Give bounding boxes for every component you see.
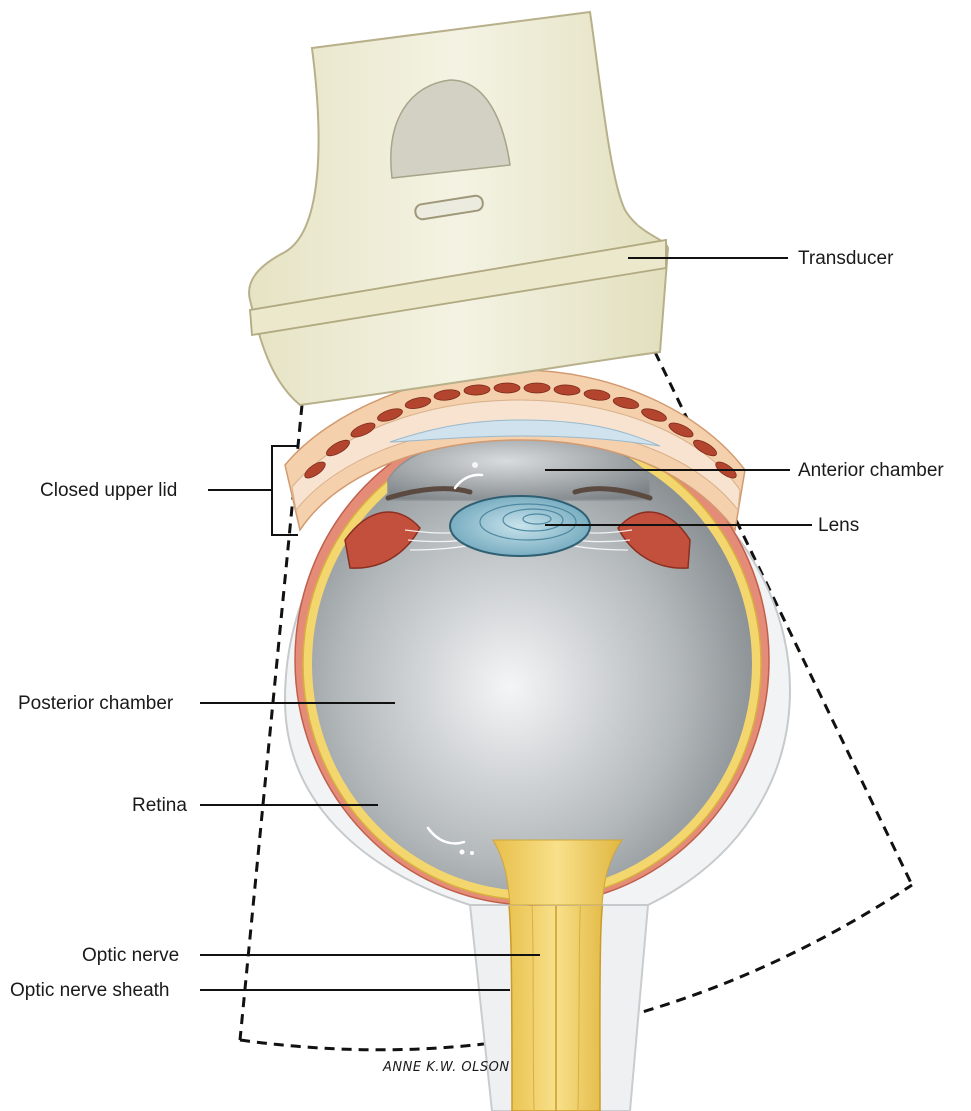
artist-signature: ANNE K.W. OLSON: [382, 1060, 510, 1075]
label-closed-upper-lid: Closed upper lid: [40, 480, 177, 501]
label-optic-nerve: Optic nerve: [82, 945, 179, 966]
label-transducer: Transducer: [798, 248, 894, 269]
lid-bracket: [208, 446, 298, 535]
label-retina: Retina: [132, 795, 187, 816]
label-anterior-chamber: Anterior chamber: [798, 460, 944, 481]
label-posterior-chamber: Posterior chamber: [18, 693, 174, 714]
label-lens: Lens: [818, 515, 859, 536]
label-optic-nerve-sheath: Optic nerve sheath: [10, 980, 169, 1001]
transducer: [249, 12, 668, 405]
